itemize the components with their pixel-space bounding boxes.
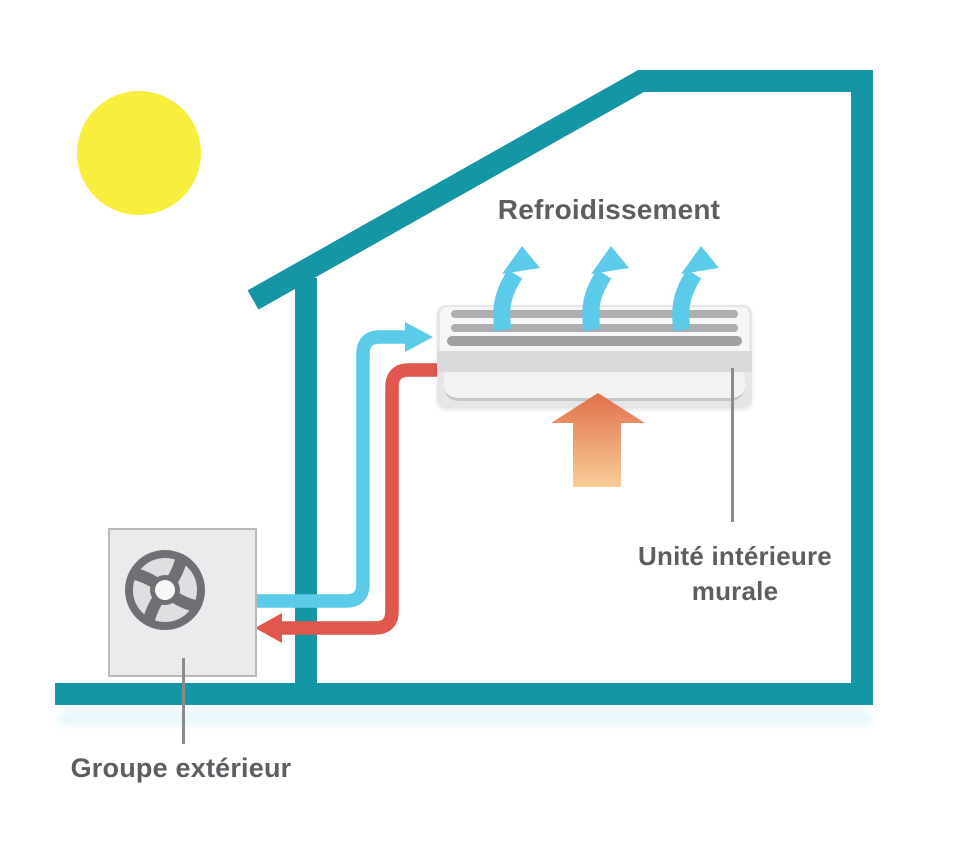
indoor-unit-label-line2: murale bbox=[691, 576, 779, 606]
indoor-unit-label-line1: Unité intérieure bbox=[638, 541, 832, 571]
cold-pipe-arrowhead-icon bbox=[405, 322, 433, 352]
leader-line-indoor-unit bbox=[731, 368, 734, 522]
cold-air-arrow-icon bbox=[582, 246, 629, 332]
fan-icon bbox=[125, 550, 205, 630]
outdoor-unit bbox=[108, 528, 257, 677]
indoor-unit-label: Unité intérieure murale bbox=[585, 539, 885, 609]
sun-icon bbox=[77, 91, 201, 215]
house-shell bbox=[55, 70, 873, 705]
cooling-label: Refroidissement bbox=[497, 194, 721, 225]
indoor-unit-body-band bbox=[437, 351, 752, 372]
cold-air-up-arrows bbox=[493, 246, 719, 332]
cold-pipe bbox=[256, 330, 407, 608]
outdoor-unit-label: Groupe extérieur bbox=[70, 753, 292, 783]
hot-pipe-arrowhead-icon bbox=[255, 613, 282, 643]
hot-pipe bbox=[281, 363, 437, 635]
cold-air-arrow-icon bbox=[493, 246, 540, 332]
leader-line-outdoor-unit bbox=[182, 658, 185, 744]
warm-air-up-arrow bbox=[551, 393, 645, 487]
indoor-unit-vent-slat bbox=[447, 336, 742, 346]
floor-shadow bbox=[58, 711, 873, 725]
cold-air-arrow-icon bbox=[672, 246, 719, 332]
